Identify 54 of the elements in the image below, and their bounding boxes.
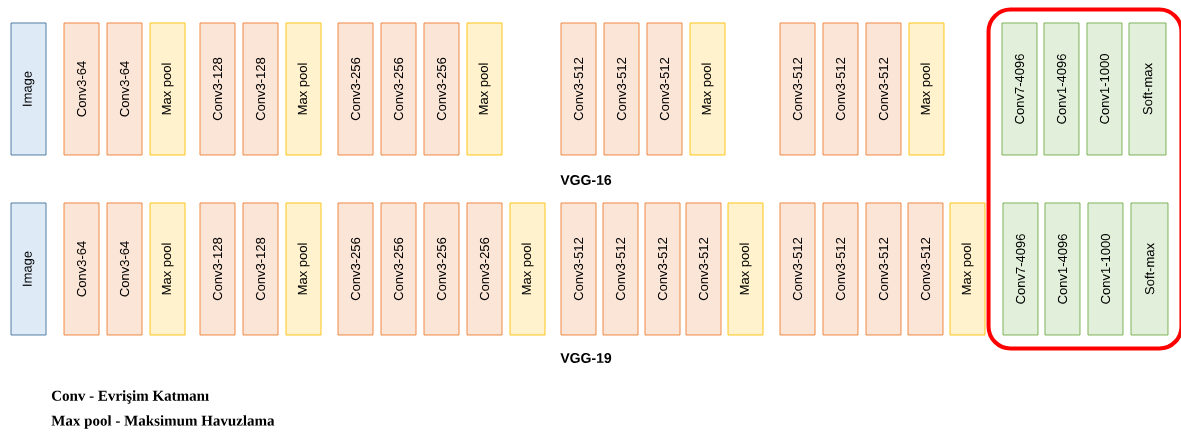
pool-layer-box: Max pool (908, 22, 945, 156)
dense-layer-box: Conv1-4096 (1043, 22, 1080, 156)
conv-layer-box: Conv3-128 (242, 22, 279, 156)
conv-layer-box: Conv3-256 (380, 22, 417, 156)
conv-layer-box: Conv3-128 (199, 202, 236, 336)
pool-layer-box: Max pool (149, 202, 186, 336)
pool-layer-box: Max pool (509, 202, 546, 336)
dense-layer-box: Soft-max (1128, 22, 1167, 156)
conv-layer-box: Conv3-512 (602, 202, 639, 336)
image-box: Image (10, 22, 47, 156)
dense-layer-box: Conv7-4096 (1001, 22, 1038, 156)
conv-layer-box: Conv3-512 (603, 22, 640, 156)
dense-layer-box: Conv1-4096 (1044, 202, 1081, 336)
conv-layer-box: Conv3-512 (685, 202, 722, 336)
conv-layer-box: Conv3-512 (822, 202, 859, 336)
dense-layer-box: Soft-max (1130, 202, 1169, 336)
conv-layer-box: Conv3-512 (644, 202, 681, 336)
pool-layer-box: Max pool (727, 202, 764, 336)
conv-layer-box: Conv3-128 (242, 202, 279, 336)
group-frame (986, 7, 1181, 351)
conv-layer-box: Conv3-64 (63, 22, 100, 156)
conv-layer-box: Conv3-256 (337, 202, 374, 336)
conv-layer-box: Conv3-64 (106, 202, 143, 336)
conv-layer-box: Conv3-256 (466, 202, 503, 336)
model-name: VGG-19 (560, 353, 612, 363)
dense-layer-box: Conv1-1000 (1086, 22, 1123, 156)
conv-layer-box: Conv3-64 (63, 202, 100, 336)
pool-layer-box: Max pool (285, 22, 322, 156)
image-box: Image (10, 202, 47, 336)
dense-layer-box: Conv1-1000 (1087, 202, 1124, 336)
conv-layer-box: Conv3-512 (907, 202, 944, 336)
conv-layer-box: Conv3-512 (865, 202, 902, 336)
model-name: VGG-16 (560, 175, 612, 185)
conv-layer-box: Conv3-256 (423, 22, 460, 156)
conv-layer-box: Conv3-256 (380, 202, 417, 336)
pool-layer-box: Max pool (949, 202, 986, 336)
pool-layer-box: Max pool (689, 22, 726, 156)
legend-note: Max pool - Maksimum Havuzlama (51, 415, 275, 429)
conv-layer-box: Conv3-512 (822, 22, 859, 156)
conv-layer-box: Conv3-64 (106, 22, 143, 156)
conv-layer-box: Conv3-256 (423, 202, 460, 336)
pool-layer-box: Max pool (149, 22, 186, 156)
conv-layer-box: Conv3-256 (337, 22, 374, 156)
conv-layer-box: Conv3-512 (560, 202, 597, 336)
pool-layer-box: Max pool (285, 202, 322, 336)
conv-layer-box: Conv3-128 (199, 22, 236, 156)
conv-layer-box: Conv3-512 (560, 22, 597, 156)
pool-layer-box: Max pool (466, 22, 503, 156)
legend-note: Conv - Evrişim Katmanı (51, 390, 209, 404)
conv-layer-box: Conv3-512 (865, 22, 902, 156)
dense-layer-box: Conv7-4096 (1002, 202, 1039, 336)
conv-layer-box: Conv3-512 (779, 22, 816, 156)
conv-layer-box: Conv3-512 (646, 22, 683, 156)
conv-layer-box: Conv3-512 (779, 202, 816, 336)
